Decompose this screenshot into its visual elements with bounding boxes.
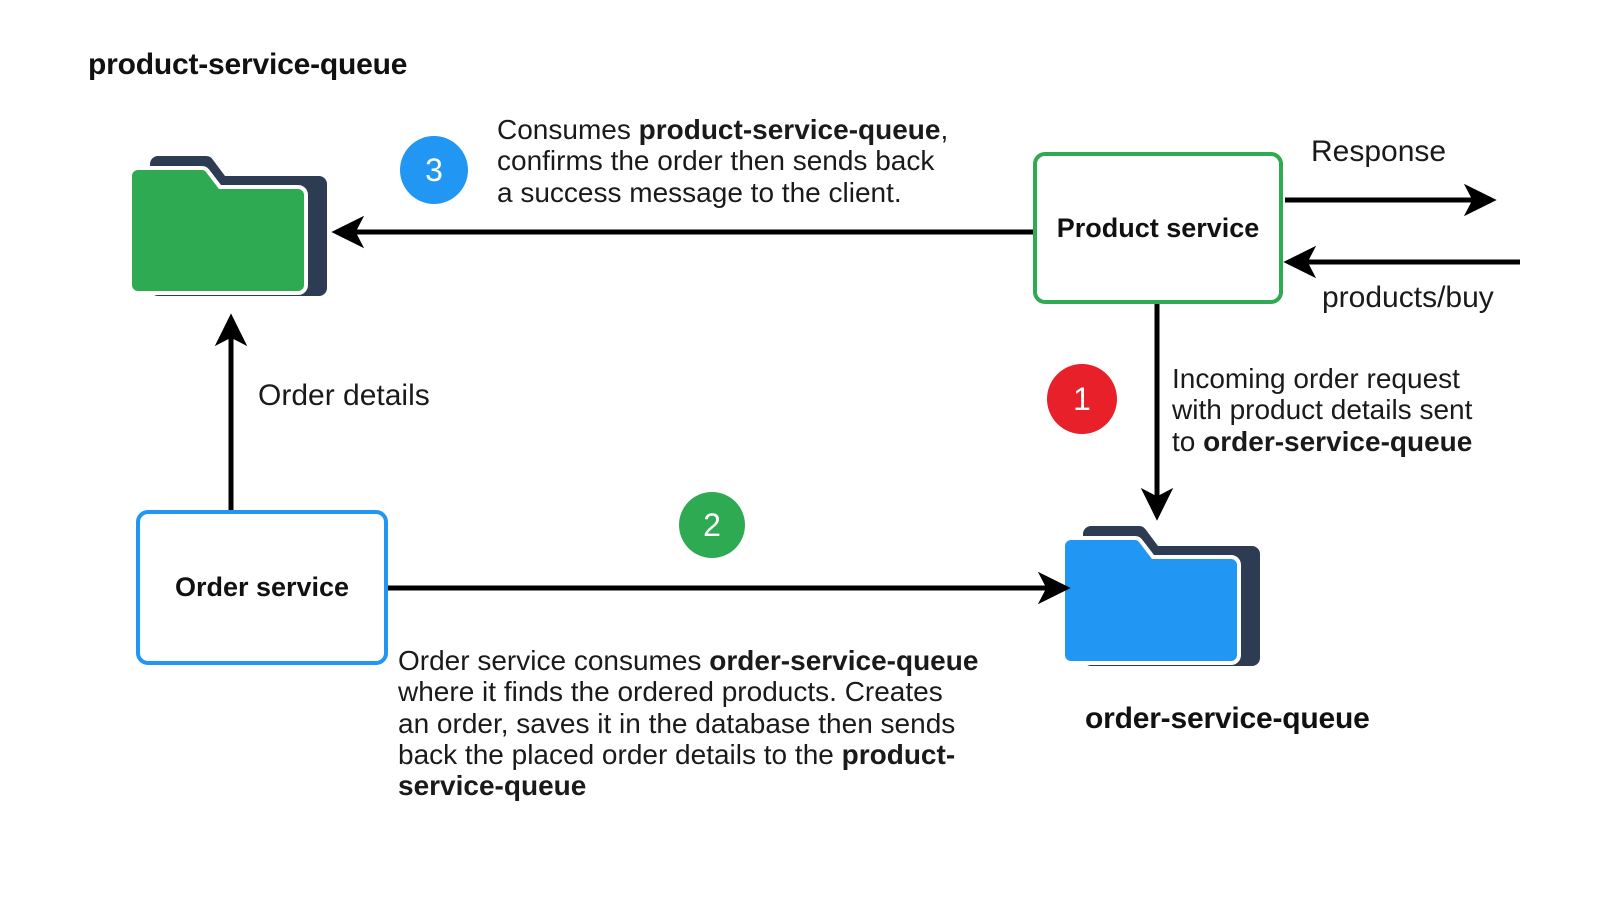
step-1-number: 1 [1073,381,1091,417]
annotation-line: Consumes product-service-queue, [497,114,949,145]
product-service-label: Product service [1056,212,1260,243]
annotation-line: to order-service-queue [1172,425,1473,457]
annotation-line: a success message to the client. [497,176,902,208]
product-service-queue-folder [128,142,335,312]
order-service-queue-label: order-service-queue [1085,702,1370,735]
product-service-queue-title: product-service-queue [88,48,408,81]
annotation-line: service-queue [398,770,587,802]
product-service-box[interactable]: Product service [1033,152,1283,304]
order-service-box[interactable]: Order service [136,510,388,665]
annotation-line: an order, saves it in the database then … [398,707,956,739]
step-3-badge: 3 [400,136,468,204]
annotation-line: Incoming order request [1172,363,1460,394]
annotation-line: where it finds the ordered products. Cre… [398,676,943,708]
products-buy-edge-label: products/buy [1322,281,1494,314]
annotation-line: with product details sent [1172,394,1473,426]
folder-icon [128,155,327,296]
annotation-line: confirms the order then sends back [497,145,935,177]
folder-icon [1061,525,1260,666]
step-3-annotation: Consumes product-service-queue,confirms … [497,114,1017,208]
order-service-label: Order service [174,572,350,602]
step-2-number: 2 [703,507,721,543]
order-details-edge-label: Order details [258,379,430,412]
order-service-queue-folder [1061,512,1268,682]
step-3-number: 3 [425,152,443,188]
response-edge-label: Response [1311,135,1447,168]
step-2-badge: 2 [679,492,745,558]
step-2-annotation: Order service consumes order-service-que… [398,645,1068,802]
annotation-line: back the placed order details to the pro… [398,739,956,771]
annotation-line: Order service consumes order-service-que… [398,645,979,676]
step-1-badge: 1 [1047,364,1117,434]
